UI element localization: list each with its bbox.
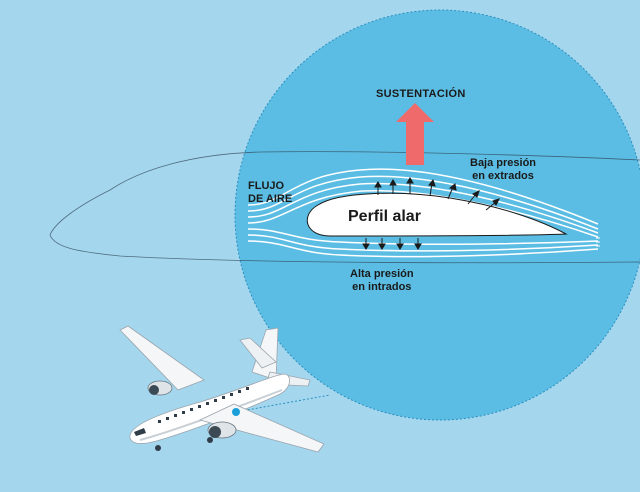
airflow-label-line2: DE AIRE xyxy=(248,192,293,205)
airflow-streamlines xyxy=(247,168,599,258)
fuselage-outline xyxy=(49,151,640,264)
high-pressure-line2: en intrados xyxy=(352,280,412,293)
airflow-label: FLUJO DE AIRE xyxy=(248,180,292,205)
airplane-icon xyxy=(119,325,325,453)
low-pressure-label: Baja presión en extrados xyxy=(470,157,536,182)
lift-label: SUSTENTACIÓN xyxy=(376,88,466,100)
airfoil-shape xyxy=(306,192,568,237)
highlight-dot xyxy=(232,408,240,416)
lift-arrow xyxy=(396,103,434,165)
lower-pressure-arrows xyxy=(362,238,422,250)
upper-pressure-arrows xyxy=(374,177,500,211)
high-pressure-line1: Alta presión xyxy=(350,268,414,280)
low-pressure-line2: en extrados xyxy=(472,169,534,182)
trailing-ticks xyxy=(596,237,600,247)
airflow-label-line1: FLUJO xyxy=(248,180,285,192)
low-pressure-line1: Baja presión xyxy=(470,157,537,169)
high-pressure-label: Alta presión en intrados xyxy=(350,268,414,293)
airfoil-label: Perfil alar xyxy=(348,208,421,225)
